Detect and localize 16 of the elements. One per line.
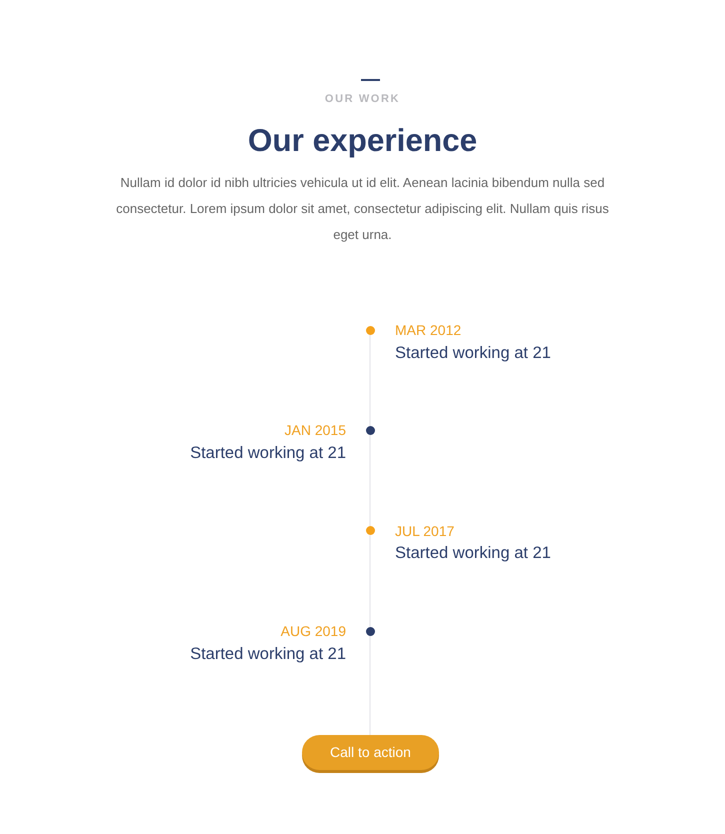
timeline-dot — [366, 326, 374, 334]
intro-paragraph: Nullam id dolor id nibh ultricies vehicula ut id elit. Aenean lacinia bibendum nulla sed consectetur. Lorem ipsum dolor sit amet, consectetur adipiscing elit. Nullam quis risus eget urna. — [115, 174, 610, 244]
section-title: Our experience — [248, 121, 478, 160]
timeline-dot — [366, 426, 374, 435]
date-text: JAN 2015 — [284, 421, 346, 440]
cta-button: Call to action — [302, 735, 439, 770]
timeline-dot — [366, 526, 374, 536]
date-text: MAR 2012 — [395, 321, 462, 339]
event-text: Started working at 21 — [190, 442, 346, 464]
date-text: AUG 2019 — [280, 622, 346, 640]
date-text: JUL 2017 — [395, 522, 454, 540]
section-kicker: OUR WORK — [324, 92, 400, 106]
event-text: Started working at 21 — [190, 644, 346, 665]
event-text: Started working at 21 — [395, 342, 551, 364]
event-text: Started working at 21 — [395, 543, 551, 564]
timeline-dot — [366, 626, 374, 636]
